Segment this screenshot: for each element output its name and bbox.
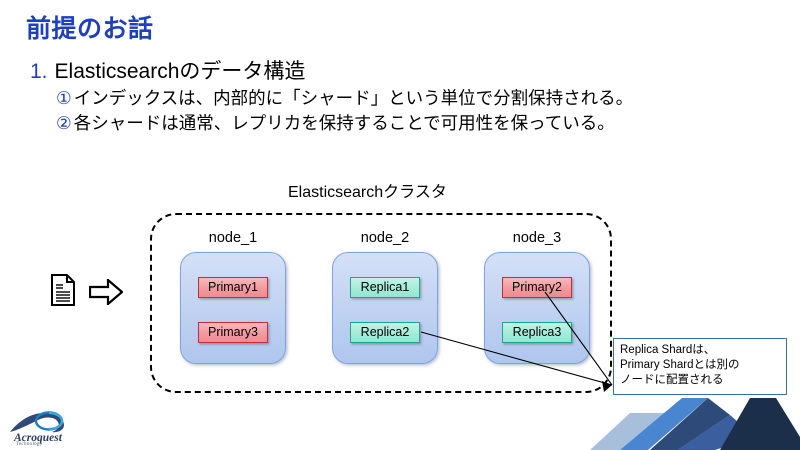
acroquest-logo-mark — [10, 411, 64, 433]
shard-primary2[interactable]: Primary2 — [502, 277, 572, 298]
node-label-1: node_1 — [208, 230, 258, 246]
connector-arrowhead — [602, 381, 612, 392]
right-arrow-icon — [89, 279, 123, 305]
shard-primary1[interactable]: Primary1 — [198, 277, 268, 298]
node-box-1[interactable] — [180, 252, 286, 364]
connector-replica2 — [420, 331, 613, 386]
list-marker: ② — [56, 113, 72, 133]
list-item-label: 各シャードは通常、レプリカを保持することで可用性を保っている。 — [73, 113, 615, 133]
node-label-2: node_2 — [360, 230, 410, 246]
logo-subtitle: Technology — [16, 442, 43, 447]
corner-ribbon-graphic — [590, 398, 800, 450]
callout-line-3: ノードに配置される — [620, 374, 724, 386]
list-marker: 1. — [30, 60, 48, 83]
ribbon-light — [590, 413, 665, 450]
node-box-2[interactable] — [332, 252, 438, 364]
ribbon-dark — [720, 398, 800, 450]
connector-primary2 — [544, 291, 613, 386]
callout-line-1: Replica Shardは、 — [620, 344, 716, 356]
cluster-title: Elasticsearchクラスタ — [288, 184, 447, 201]
callout-line-2: Primary Shardとは別の — [620, 359, 740, 371]
node-label-3: node_3 — [512, 230, 562, 246]
shard-primary3[interactable]: Primary3 — [198, 322, 268, 343]
document-icon — [51, 274, 75, 306]
callout-box: Replica Shardは、 Primary Shardとは別の ノードに配置… — [613, 338, 787, 395]
shard-replica1[interactable]: Replica1 — [350, 277, 420, 298]
list-item-label: Elasticsearchのデータ構造 — [54, 60, 306, 83]
list-item-level1: 1. Elasticsearchのデータ構造 — [30, 58, 730, 86]
shard-replica3[interactable]: Replica3 — [502, 322, 572, 343]
node-box-3[interactable] — [484, 252, 590, 364]
cluster-boundary — [150, 213, 612, 393]
logo-name: Acroquest — [14, 432, 62, 444]
ribbon-medium — [620, 398, 708, 450]
shard-replica2[interactable]: Replica2 — [350, 322, 420, 343]
ribbon-mid-dark — [650, 398, 730, 450]
page-title: 前提のお話 — [26, 15, 154, 43]
list-marker: ① — [56, 88, 72, 108]
list-item-label: インデックスは、内部的に「シャード」という単位で分割保持される。 — [73, 88, 634, 108]
